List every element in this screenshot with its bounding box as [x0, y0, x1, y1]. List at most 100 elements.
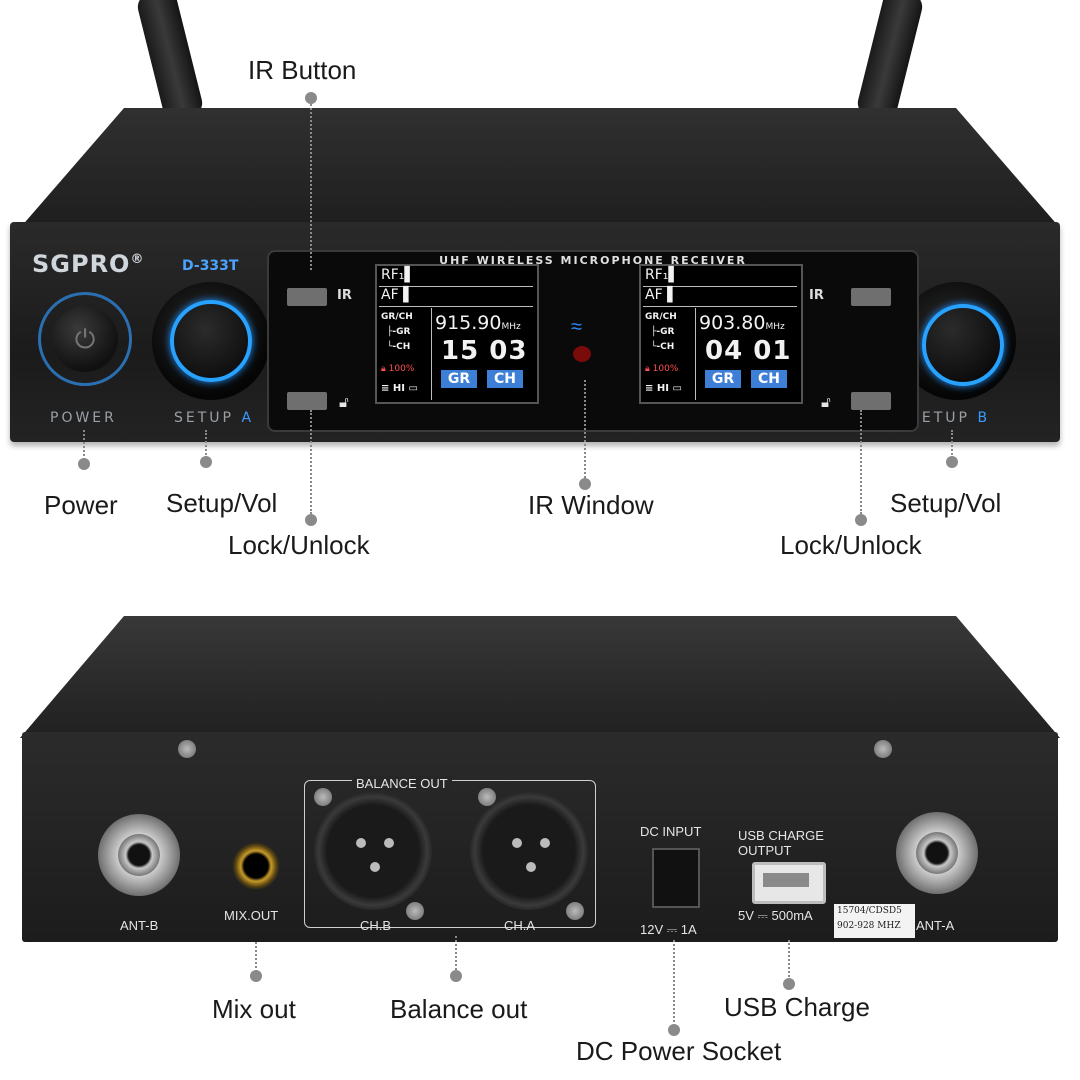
screw [874, 740, 892, 758]
xlr-output-ch-a[interactable] [470, 792, 588, 910]
power-mode: ≡ HI ▭ [645, 383, 682, 394]
callout-leader [310, 104, 312, 270]
callout-dot [450, 970, 462, 982]
lock-button-b[interactable] [851, 392, 891, 410]
callout-usb-charge: USB Charge [724, 992, 870, 1022]
ch-tag: CH [751, 370, 787, 388]
dc-input-label: DC INPUT [640, 824, 702, 839]
screw [478, 788, 496, 806]
lock-button-a[interactable] [287, 392, 327, 410]
dc-power-socket[interactable] [652, 848, 700, 908]
antenna-connector-a-center [916, 832, 958, 874]
lcd-channel-a: RF₁▌ AF ▌ GR/CH ├-GR └-CH 🔒︎ 100% ≡ HI ▭… [375, 264, 539, 404]
ir-window [573, 346, 591, 362]
frequency-readout: 915.90MHz [435, 312, 521, 334]
screw [406, 902, 424, 920]
callout-leader [205, 430, 207, 458]
callout-ir-button: IR Button [248, 55, 357, 85]
callout-dot [200, 456, 212, 468]
callout-mix-out: Mix out [212, 994, 296, 1024]
callout-dot [946, 456, 958, 468]
antenna-connector-b-center [118, 834, 160, 876]
display-title: UHF WIRELESS MICROPHONE RECEIVER [439, 254, 747, 267]
ir-label-b: IR [809, 288, 824, 303]
ant-a-label: ANT-A [916, 918, 955, 933]
ir-button-a[interactable] [287, 288, 327, 306]
power-icon: ⏻ [74, 324, 96, 354]
screw [566, 902, 584, 920]
callout-dc-power-socket: DC Power Socket [576, 1036, 782, 1066]
mix-out-label: MIX.OUT [224, 908, 279, 923]
front-unit-top [20, 108, 1060, 228]
callout-leader [788, 940, 790, 980]
receiver-display-panel: UHF WIRELESS MICROPHONE RECEIVER IR 🔓︎ I… [267, 250, 919, 432]
dc-rating-label: 12V ⎓ 1A [640, 922, 697, 937]
knob-ring-b [922, 304, 1004, 386]
mix-out-jack[interactable] [232, 842, 280, 890]
callout-dot [305, 92, 317, 104]
rear-unit-top [20, 616, 1060, 738]
xlr-output-ch-b[interactable] [314, 792, 432, 910]
callout-dot [250, 970, 262, 982]
callout-dot [855, 514, 867, 526]
callout-dot [305, 514, 317, 526]
ir-signal-icon: ≈ [571, 316, 582, 338]
antenna-right [854, 0, 926, 123]
antenna-left [134, 0, 206, 123]
knob-ring-a [170, 300, 252, 382]
unlock-icon: 🔓︎ [821, 394, 831, 411]
battery-level: 🔒︎ 100% [381, 364, 415, 374]
callout-balance-out: Balance out [390, 994, 528, 1024]
lock-icon: 🔒︎ [645, 364, 650, 374]
ch-tag: CH [487, 370, 523, 388]
wifi-icon: ≡ [381, 383, 390, 394]
power-button[interactable]: ⏻ [52, 306, 118, 372]
power-label: POWER [50, 410, 117, 426]
callout-leader [673, 940, 675, 1026]
frequency-readout: 903.80MHz [699, 312, 785, 334]
af-meter: AF ▌ [645, 287, 678, 303]
power-ring [38, 292, 132, 386]
group-channel-readout: 15 03 [441, 336, 528, 366]
callout-lock-unlock-left: Lock/Unlock [228, 530, 370, 560]
callout-power: Power [44, 490, 118, 520]
menu-gr: ├-GR [651, 327, 675, 337]
brand-logo: SGPRO® [32, 250, 145, 278]
usb-rating-label: 5V ⎓ 500mA [738, 908, 813, 923]
rear-panel: ANT-B MIX.OUT BALANCE OUT CH.B CH.A DC I… [22, 732, 1058, 942]
callout-ir-window: IR Window [528, 490, 654, 520]
callout-setup-vol-left: Setup/Vol [166, 488, 278, 518]
group-channel-readout: 04 01 [705, 336, 792, 366]
callout-dot [78, 458, 90, 470]
ir-button-b[interactable] [851, 288, 891, 306]
callout-leader [951, 430, 953, 458]
ir-label-a: IR [337, 288, 352, 303]
lock-icon: 🔒︎ [381, 364, 386, 374]
setup-a-label: SETUP A [174, 410, 255, 426]
rf-meter: RF₁▌ [381, 267, 416, 283]
gr-tag: GR [441, 370, 477, 388]
menu-ch: └-CH [387, 342, 411, 352]
callout-leader [455, 936, 457, 970]
lcd-channel-b: RF₁▌ AF ▌ GR/CH ├-GR └-CH 🔒︎ 100% ≡ HI ▭… [639, 264, 803, 404]
ant-b-label: ANT-B [120, 918, 159, 933]
ch-b-label: CH.B [360, 918, 392, 933]
unlock-icon: 🔓︎ [339, 394, 349, 411]
callout-leader [310, 410, 312, 514]
callout-leader [860, 410, 862, 514]
menu-grch: GR/CH [645, 312, 677, 322]
power-mode: ≡ HI ▭ [381, 383, 418, 394]
menu-gr: ├-GR [387, 327, 411, 337]
setup-b-label: SETUP B [910, 410, 991, 426]
callout-dot [668, 1024, 680, 1036]
callout-leader [83, 430, 85, 460]
menu-grch: GR/CH [381, 312, 413, 322]
front-panel: SGPRO® D-333T ⏻ POWER SETUP A SETUP B UH… [10, 222, 1060, 442]
battery-level: 🔒︎ 100% [645, 364, 679, 374]
screw [314, 788, 332, 806]
screw [178, 740, 196, 758]
ch-a-label: CH.A [504, 918, 536, 933]
callout-setup-vol-right: Setup/Vol [890, 488, 1002, 518]
usb-charge-port[interactable] [752, 862, 826, 904]
